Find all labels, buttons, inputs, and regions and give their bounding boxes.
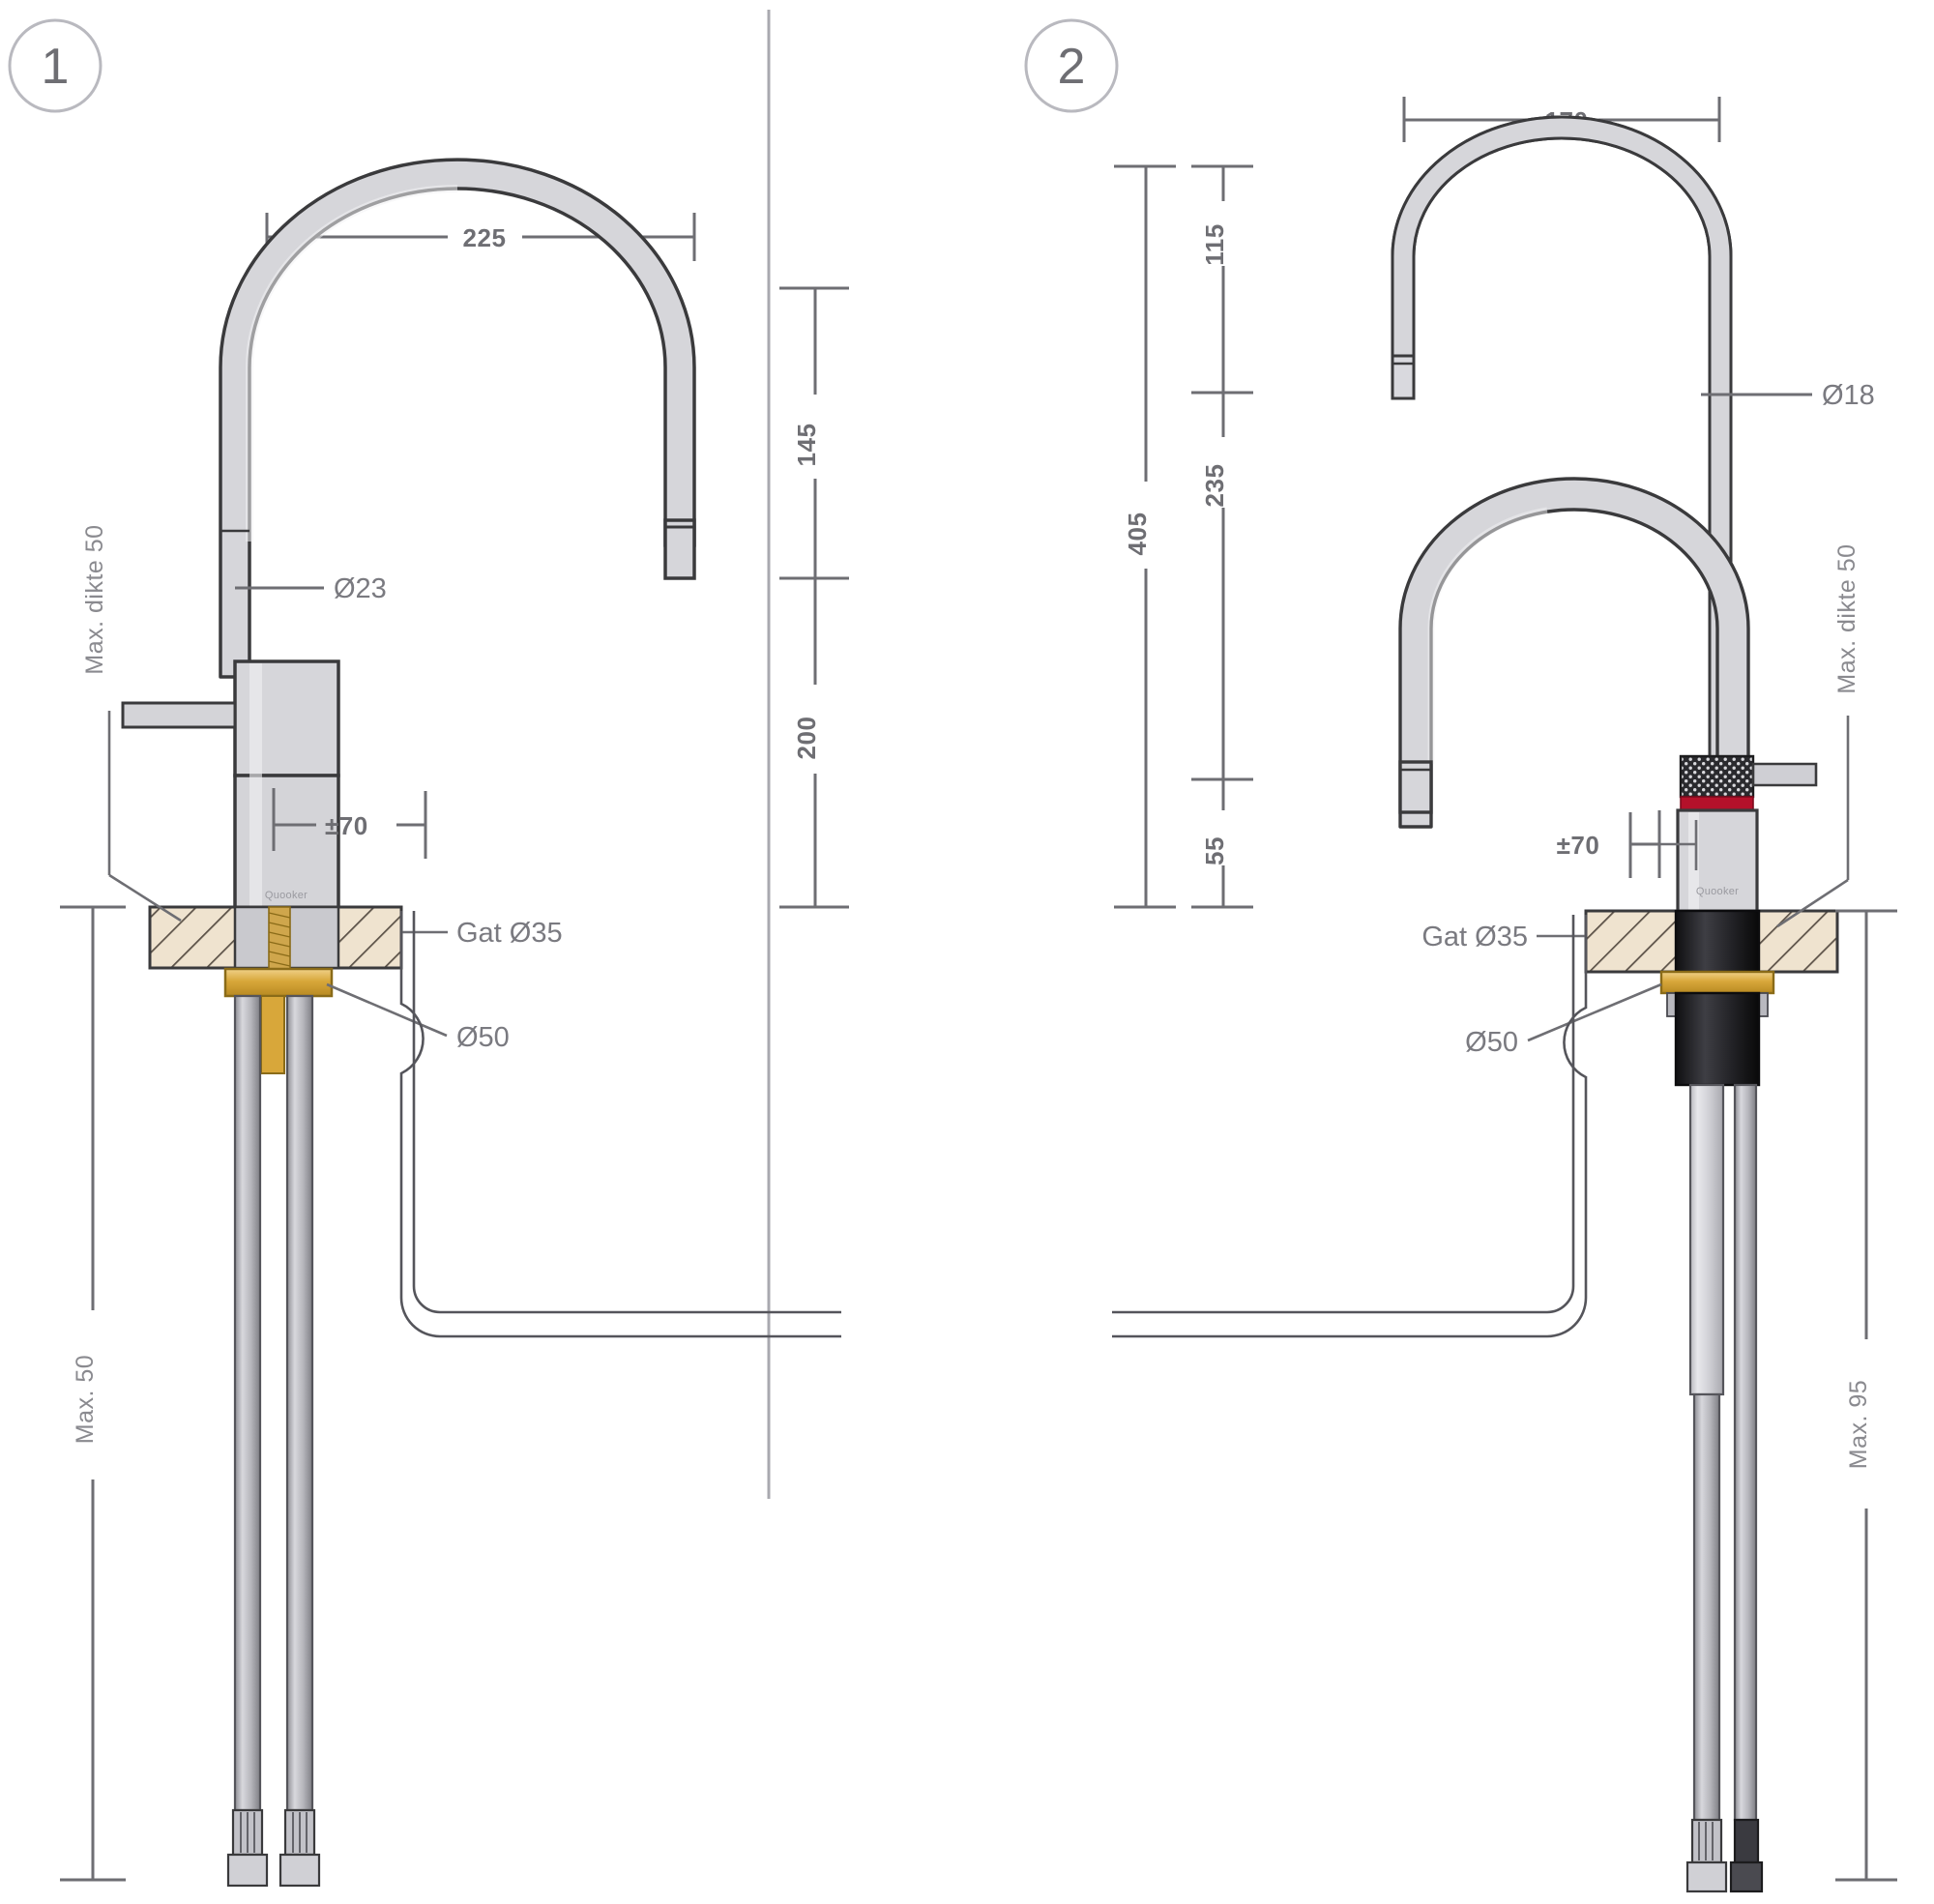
dim-115-label: 115 bbox=[1200, 223, 1229, 265]
panel-1-supply-hoses bbox=[226, 994, 321, 1888]
dim-max-dikte-50-p1: Max. dikte 50 bbox=[81, 524, 182, 923]
leader-gat35-p2: Gat Ø35 bbox=[1421, 922, 1586, 952]
leader-d18-label: Ø18 bbox=[1822, 380, 1875, 411]
dim-70-p2: ±70 bbox=[1557, 810, 1698, 878]
dim-stack-p2: 405 115 235 55 bbox=[1114, 164, 1253, 909]
dim-70-p1: ±70 bbox=[272, 788, 427, 859]
dim-55-label: 55 bbox=[1200, 836, 1229, 865]
leader-d50-p2: Ø50 bbox=[1465, 982, 1662, 1058]
panel-2: 2 170 Ø18 bbox=[1024, 18, 1897, 1893]
hose-fitting-right bbox=[278, 1808, 321, 1888]
panel-2-outlet-hose-inner bbox=[1112, 915, 1575, 1314]
panel-1-worktop bbox=[148, 905, 403, 1074]
dim-max-95-p2-label: Max. 95 bbox=[1845, 1380, 1872, 1469]
dim-max-dikte-50-p2-label: Max. dikte 50 bbox=[1833, 543, 1861, 693]
panel-1-brand: Quooker bbox=[265, 890, 308, 901]
panel-1-badge: 1 bbox=[8, 18, 103, 113]
leader-d23-label: Ø23 bbox=[334, 573, 387, 604]
panel-2-knurled-ring bbox=[1679, 754, 1818, 811]
leader-gat35-p2-label: Gat Ø35 bbox=[1421, 922, 1528, 952]
leader-d50-p2-label: Ø50 bbox=[1465, 1027, 1518, 1058]
panel-1-badge-number: 1 bbox=[42, 39, 70, 95]
leader-d50-p1-label: Ø50 bbox=[456, 1022, 510, 1053]
panel-2-outlet-hose-outer bbox=[1112, 915, 1588, 1338]
panel-1: 1 225 Ø23 bbox=[8, 18, 849, 1888]
panel-1-spout bbox=[219, 158, 696, 679]
panel-2-badge-number: 2 bbox=[1058, 39, 1086, 95]
hose-fitting-p2-left bbox=[1685, 1818, 1728, 1893]
leader-d50-p1: Ø50 bbox=[326, 982, 510, 1053]
panel-2-supply-hoses bbox=[1685, 1083, 1764, 1893]
dim-max-50-p1: Max. 50 bbox=[60, 905, 126, 1882]
panel-2-brand: Quooker bbox=[1696, 886, 1739, 897]
leader-d18: Ø18 bbox=[1701, 380, 1875, 411]
leader-gat35-p1: Gat Ø35 bbox=[401, 918, 563, 949]
dim-max-95-p2: Max. 95 bbox=[1835, 909, 1897, 1882]
dim-405-label: 405 bbox=[1123, 513, 1152, 556]
hose-fitting-left bbox=[226, 1808, 269, 1888]
panel-2-worktop bbox=[1584, 909, 1839, 1087]
dim-145-label: 145 bbox=[792, 424, 821, 467]
panel-1-outlet-hose-inner bbox=[412, 911, 841, 1314]
panel-2-body: Quooker bbox=[1676, 808, 1759, 915]
hose-fitting-p2-right bbox=[1729, 1818, 1764, 1893]
panel-2-spout-upper bbox=[1391, 115, 1733, 766]
dim-max-dikte-50-p1-label: Max. dikte 50 bbox=[81, 524, 108, 674]
panel-1-outlet-hose-outer bbox=[399, 911, 841, 1338]
dim-145-200: 145 200 bbox=[779, 286, 849, 909]
dim-max-50-p1-label: Max. 50 bbox=[72, 1355, 99, 1444]
dim-max-dikte-50-p2: Max. dikte 50 bbox=[1776, 543, 1861, 928]
dim-235-label: 235 bbox=[1200, 464, 1229, 508]
panel-2-spout-lower bbox=[1398, 477, 1750, 829]
dim-225-label: 225 bbox=[463, 223, 507, 252]
dim-200-label: 200 bbox=[792, 717, 821, 760]
panel-2-badge: 2 bbox=[1024, 18, 1119, 113]
dim-70-p2-label: ±70 bbox=[1557, 831, 1600, 860]
leader-d23: Ø23 bbox=[235, 573, 387, 604]
leader-gat35-p1-label: Gat Ø35 bbox=[456, 918, 563, 949]
panel-1-body: Quooker bbox=[121, 659, 340, 913]
dim-70-p1-label: ±70 bbox=[325, 811, 368, 840]
